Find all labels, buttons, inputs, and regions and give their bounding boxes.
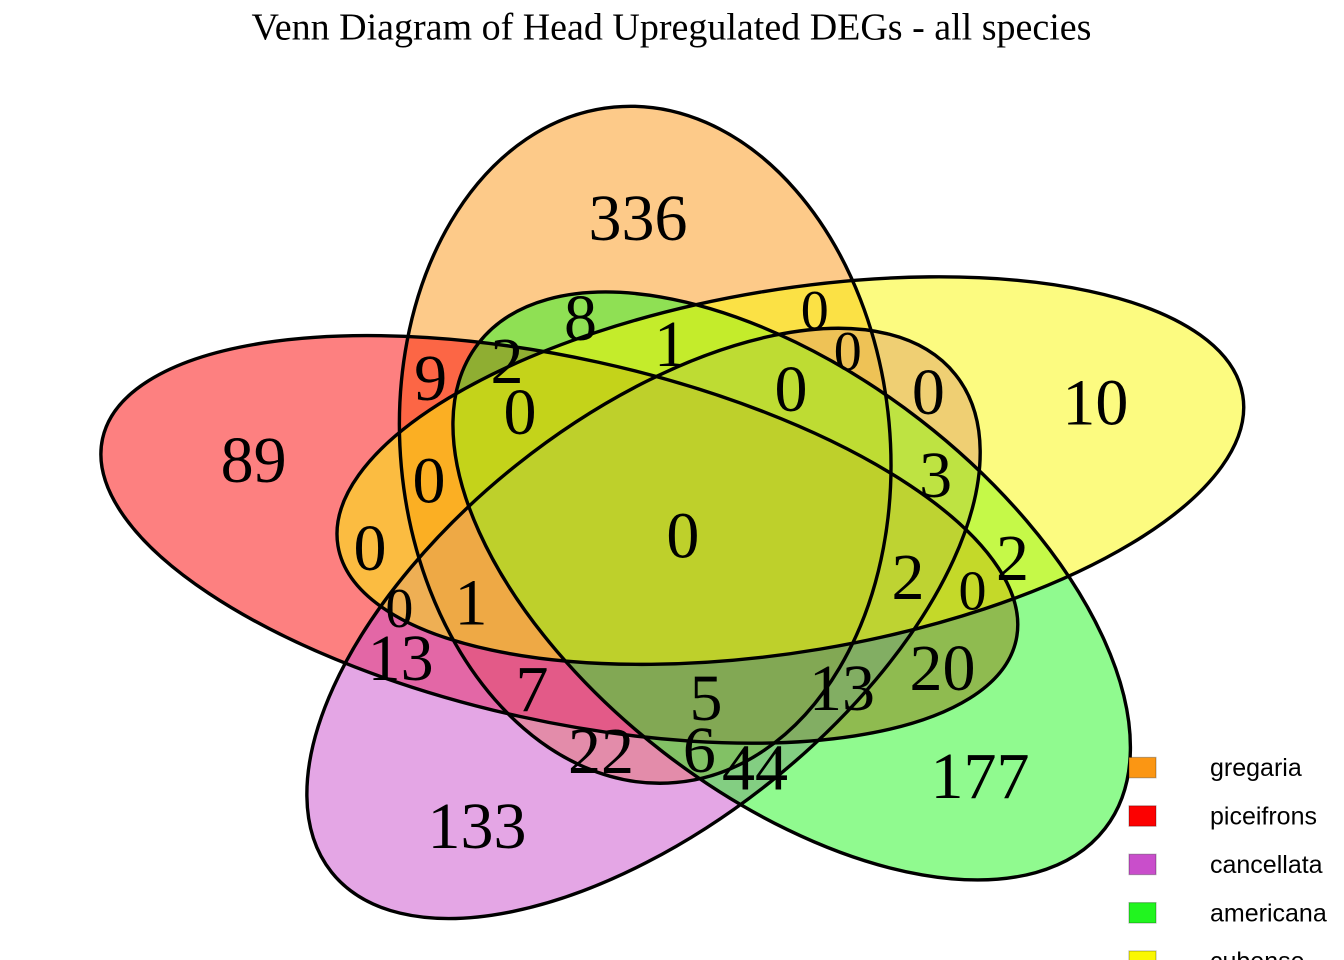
svg-text:10: 10 — [1062, 367, 1128, 440]
svg-text:0: 0 — [354, 512, 387, 585]
svg-text:1: 1 — [654, 308, 687, 381]
svg-text:13: 13 — [368, 622, 434, 695]
svg-text:0: 0 — [504, 376, 537, 449]
svg-text:6: 6 — [683, 714, 716, 787]
svg-text:0: 0 — [385, 578, 413, 640]
svg-text:0: 0 — [413, 444, 446, 517]
svg-text:7: 7 — [516, 653, 549, 726]
svg-text:2: 2 — [491, 325, 524, 398]
svg-text:22: 22 — [568, 715, 634, 788]
svg-text:133: 133 — [428, 790, 527, 863]
svg-text:gregaria: gregaria — [1210, 754, 1302, 782]
svg-text:89: 89 — [221, 424, 287, 497]
svg-text:177: 177 — [931, 740, 1030, 813]
svg-text:Venn Diagram of Head Upregulat: Venn Diagram of Head Upregulated DEGs - … — [252, 7, 1092, 49]
svg-text:0: 0 — [666, 499, 699, 572]
svg-text:5: 5 — [690, 662, 723, 735]
svg-text:piceifrons: piceifrons — [1210, 803, 1317, 831]
svg-text:8: 8 — [564, 282, 597, 355]
svg-text:americana: americana — [1210, 899, 1327, 927]
svg-text:1: 1 — [455, 566, 488, 639]
svg-text:9: 9 — [414, 342, 447, 415]
svg-text:3: 3 — [919, 439, 952, 512]
svg-text:336: 336 — [589, 182, 688, 255]
svg-text:cancellata: cancellata — [1210, 851, 1323, 879]
svg-text:2: 2 — [892, 541, 925, 614]
svg-text:0: 0 — [834, 321, 862, 383]
svg-text:44: 44 — [722, 731, 788, 804]
svg-text:0: 0 — [959, 561, 987, 623]
svg-text:0: 0 — [775, 353, 808, 426]
svg-text:0: 0 — [912, 356, 945, 429]
svg-text:0: 0 — [801, 280, 829, 342]
svg-text:13: 13 — [809, 652, 875, 725]
svg-text:cubense: cubense — [1210, 948, 1305, 960]
svg-text:20: 20 — [910, 632, 976, 705]
svg-text:2: 2 — [996, 522, 1029, 595]
